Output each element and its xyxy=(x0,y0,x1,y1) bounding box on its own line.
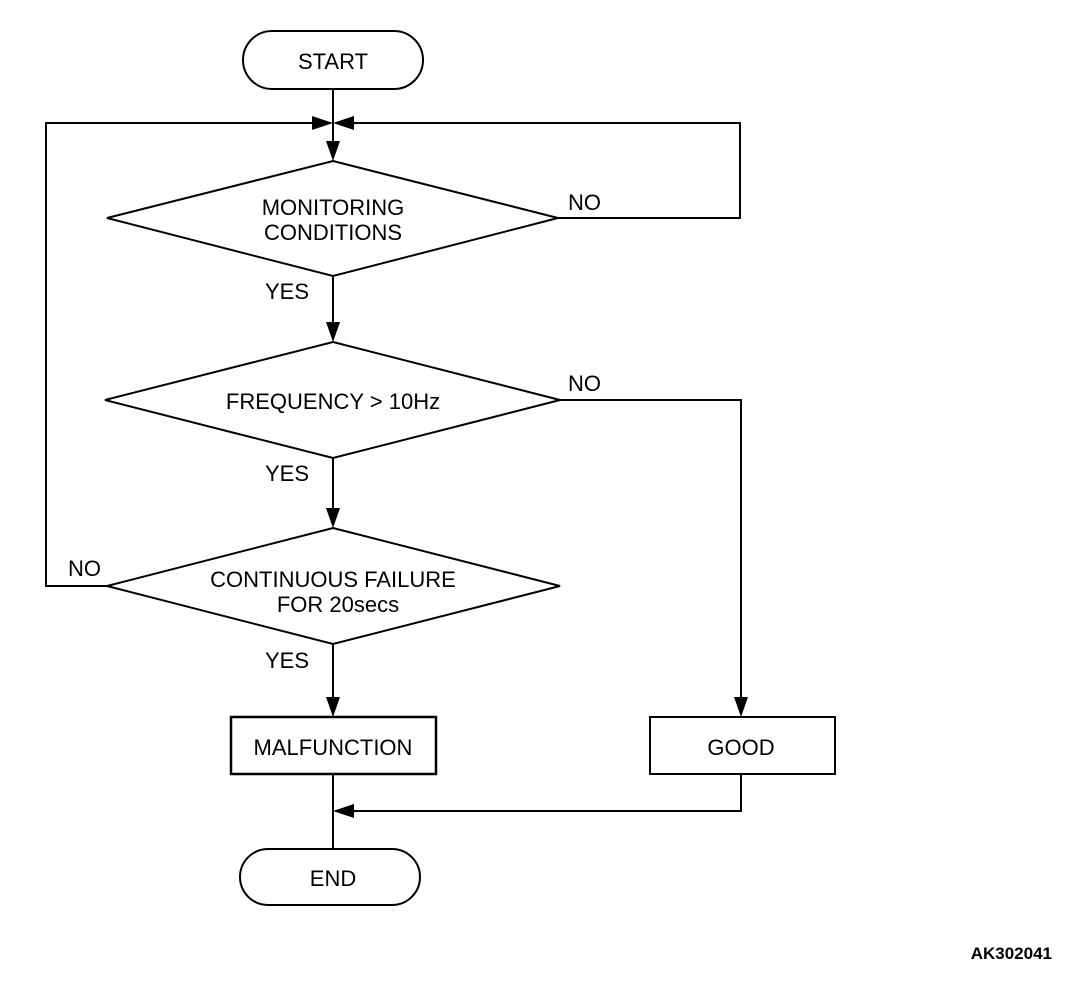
good-box: GOOD xyxy=(649,716,836,775)
decision1-yes-label: YES xyxy=(265,279,309,304)
connector-good-end xyxy=(354,774,742,812)
decision1-line2: CONDITIONS xyxy=(264,220,402,245)
arrowhead-good xyxy=(734,697,748,717)
arrowhead-left-merge xyxy=(312,116,333,130)
arrowhead-decision1 xyxy=(326,141,340,161)
decision3-line2: FOR 20secs xyxy=(277,592,399,617)
good-label: GOOD xyxy=(707,735,774,760)
decision1-no-label: NO xyxy=(568,190,601,215)
arrowhead-decision2 xyxy=(326,322,340,342)
arrowhead-right-merge xyxy=(333,116,354,130)
decision-frequency: FREQUENCY > 10Hz xyxy=(104,340,561,460)
arrowhead-malfunction xyxy=(326,697,340,717)
decision3-line1: CONTINUOUS FAILURE xyxy=(210,567,456,592)
malfunction-box: MALFUNCTION xyxy=(229,715,438,776)
decision-monitoring-conditions: MONITORING CONDITIONS xyxy=(106,159,559,278)
arrowhead-end-merge xyxy=(333,804,354,818)
decision-continuous-failure: CONTINUOUS FAILURE FOR 20secs xyxy=(106,526,561,646)
decision2-line1: FREQUENCY > 10Hz xyxy=(226,389,440,414)
decision3-no-label: NO xyxy=(68,556,101,581)
decision1-line1: MONITORING xyxy=(262,195,405,220)
malfunction-label: MALFUNCTION xyxy=(254,735,413,760)
arrowhead-decision3 xyxy=(326,508,340,528)
loop-no-monitoring xyxy=(354,122,741,219)
end-label: END xyxy=(310,866,356,891)
start-terminal: START xyxy=(242,30,424,90)
decision2-no-label: NO xyxy=(568,371,601,396)
start-label: START xyxy=(298,49,368,74)
decision3-yes-label: YES xyxy=(265,648,309,673)
connector-decision2-good xyxy=(560,399,742,697)
loop-no-continuous-failure xyxy=(45,122,312,587)
decision2-yes-label: YES xyxy=(265,461,309,486)
figure-code: AK302041 xyxy=(971,944,1052,963)
end-terminal: END xyxy=(239,848,421,906)
